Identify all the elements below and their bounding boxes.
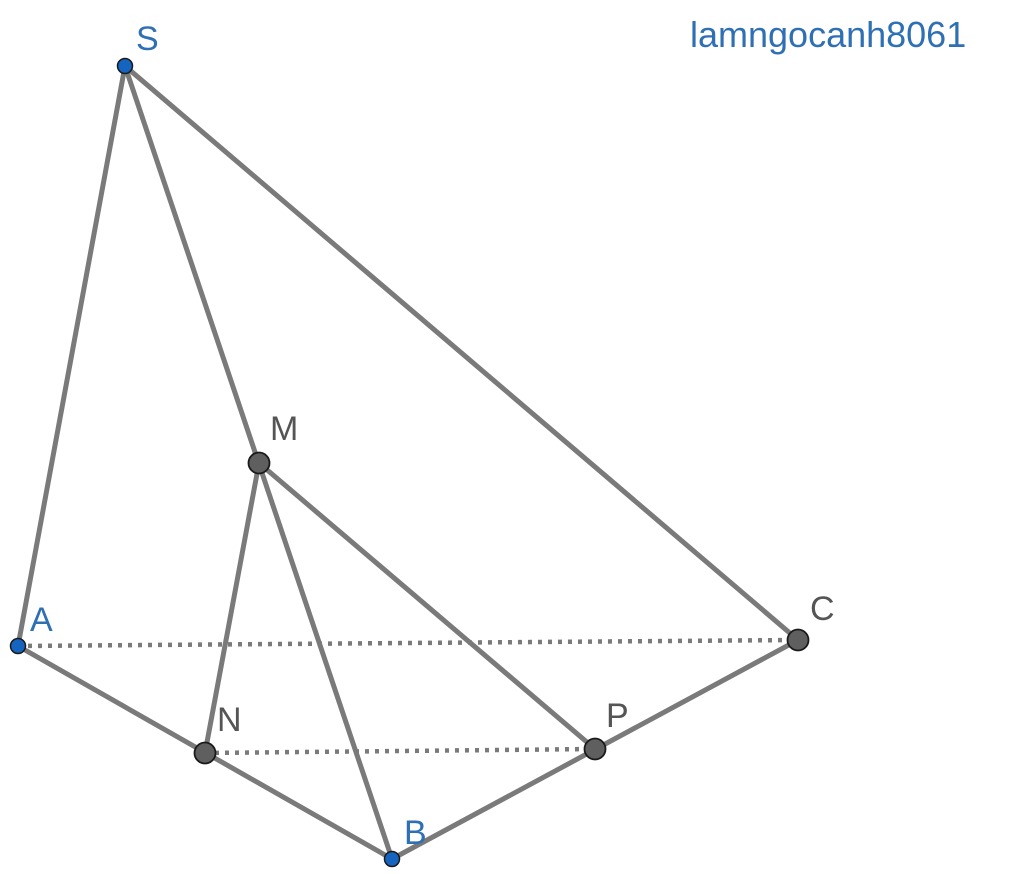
edge-AC (17, 637, 799, 649)
point-N[interactable] (193, 741, 217, 765)
point-B[interactable] (383, 850, 401, 868)
edge-MP (256, 460, 598, 752)
edge-MN (202, 460, 262, 756)
edge-SA (15, 63, 128, 649)
label-M: M (270, 410, 298, 448)
point-P[interactable] (583, 737, 607, 761)
edge-NP (204, 746, 596, 756)
author-watermark: lamngocanh8061 (690, 14, 967, 55)
label-S: S (136, 20, 159, 58)
label-B: B (404, 814, 427, 852)
label-P: P (606, 697, 629, 735)
edge-SC (122, 63, 801, 643)
label-C: C (810, 590, 835, 628)
label-A: A (30, 601, 53, 639)
point-M[interactable] (247, 451, 271, 475)
point-C[interactable] (786, 628, 810, 652)
point-A[interactable] (9, 637, 27, 655)
point-S[interactable] (116, 57, 134, 75)
label-N: N (217, 701, 242, 739)
